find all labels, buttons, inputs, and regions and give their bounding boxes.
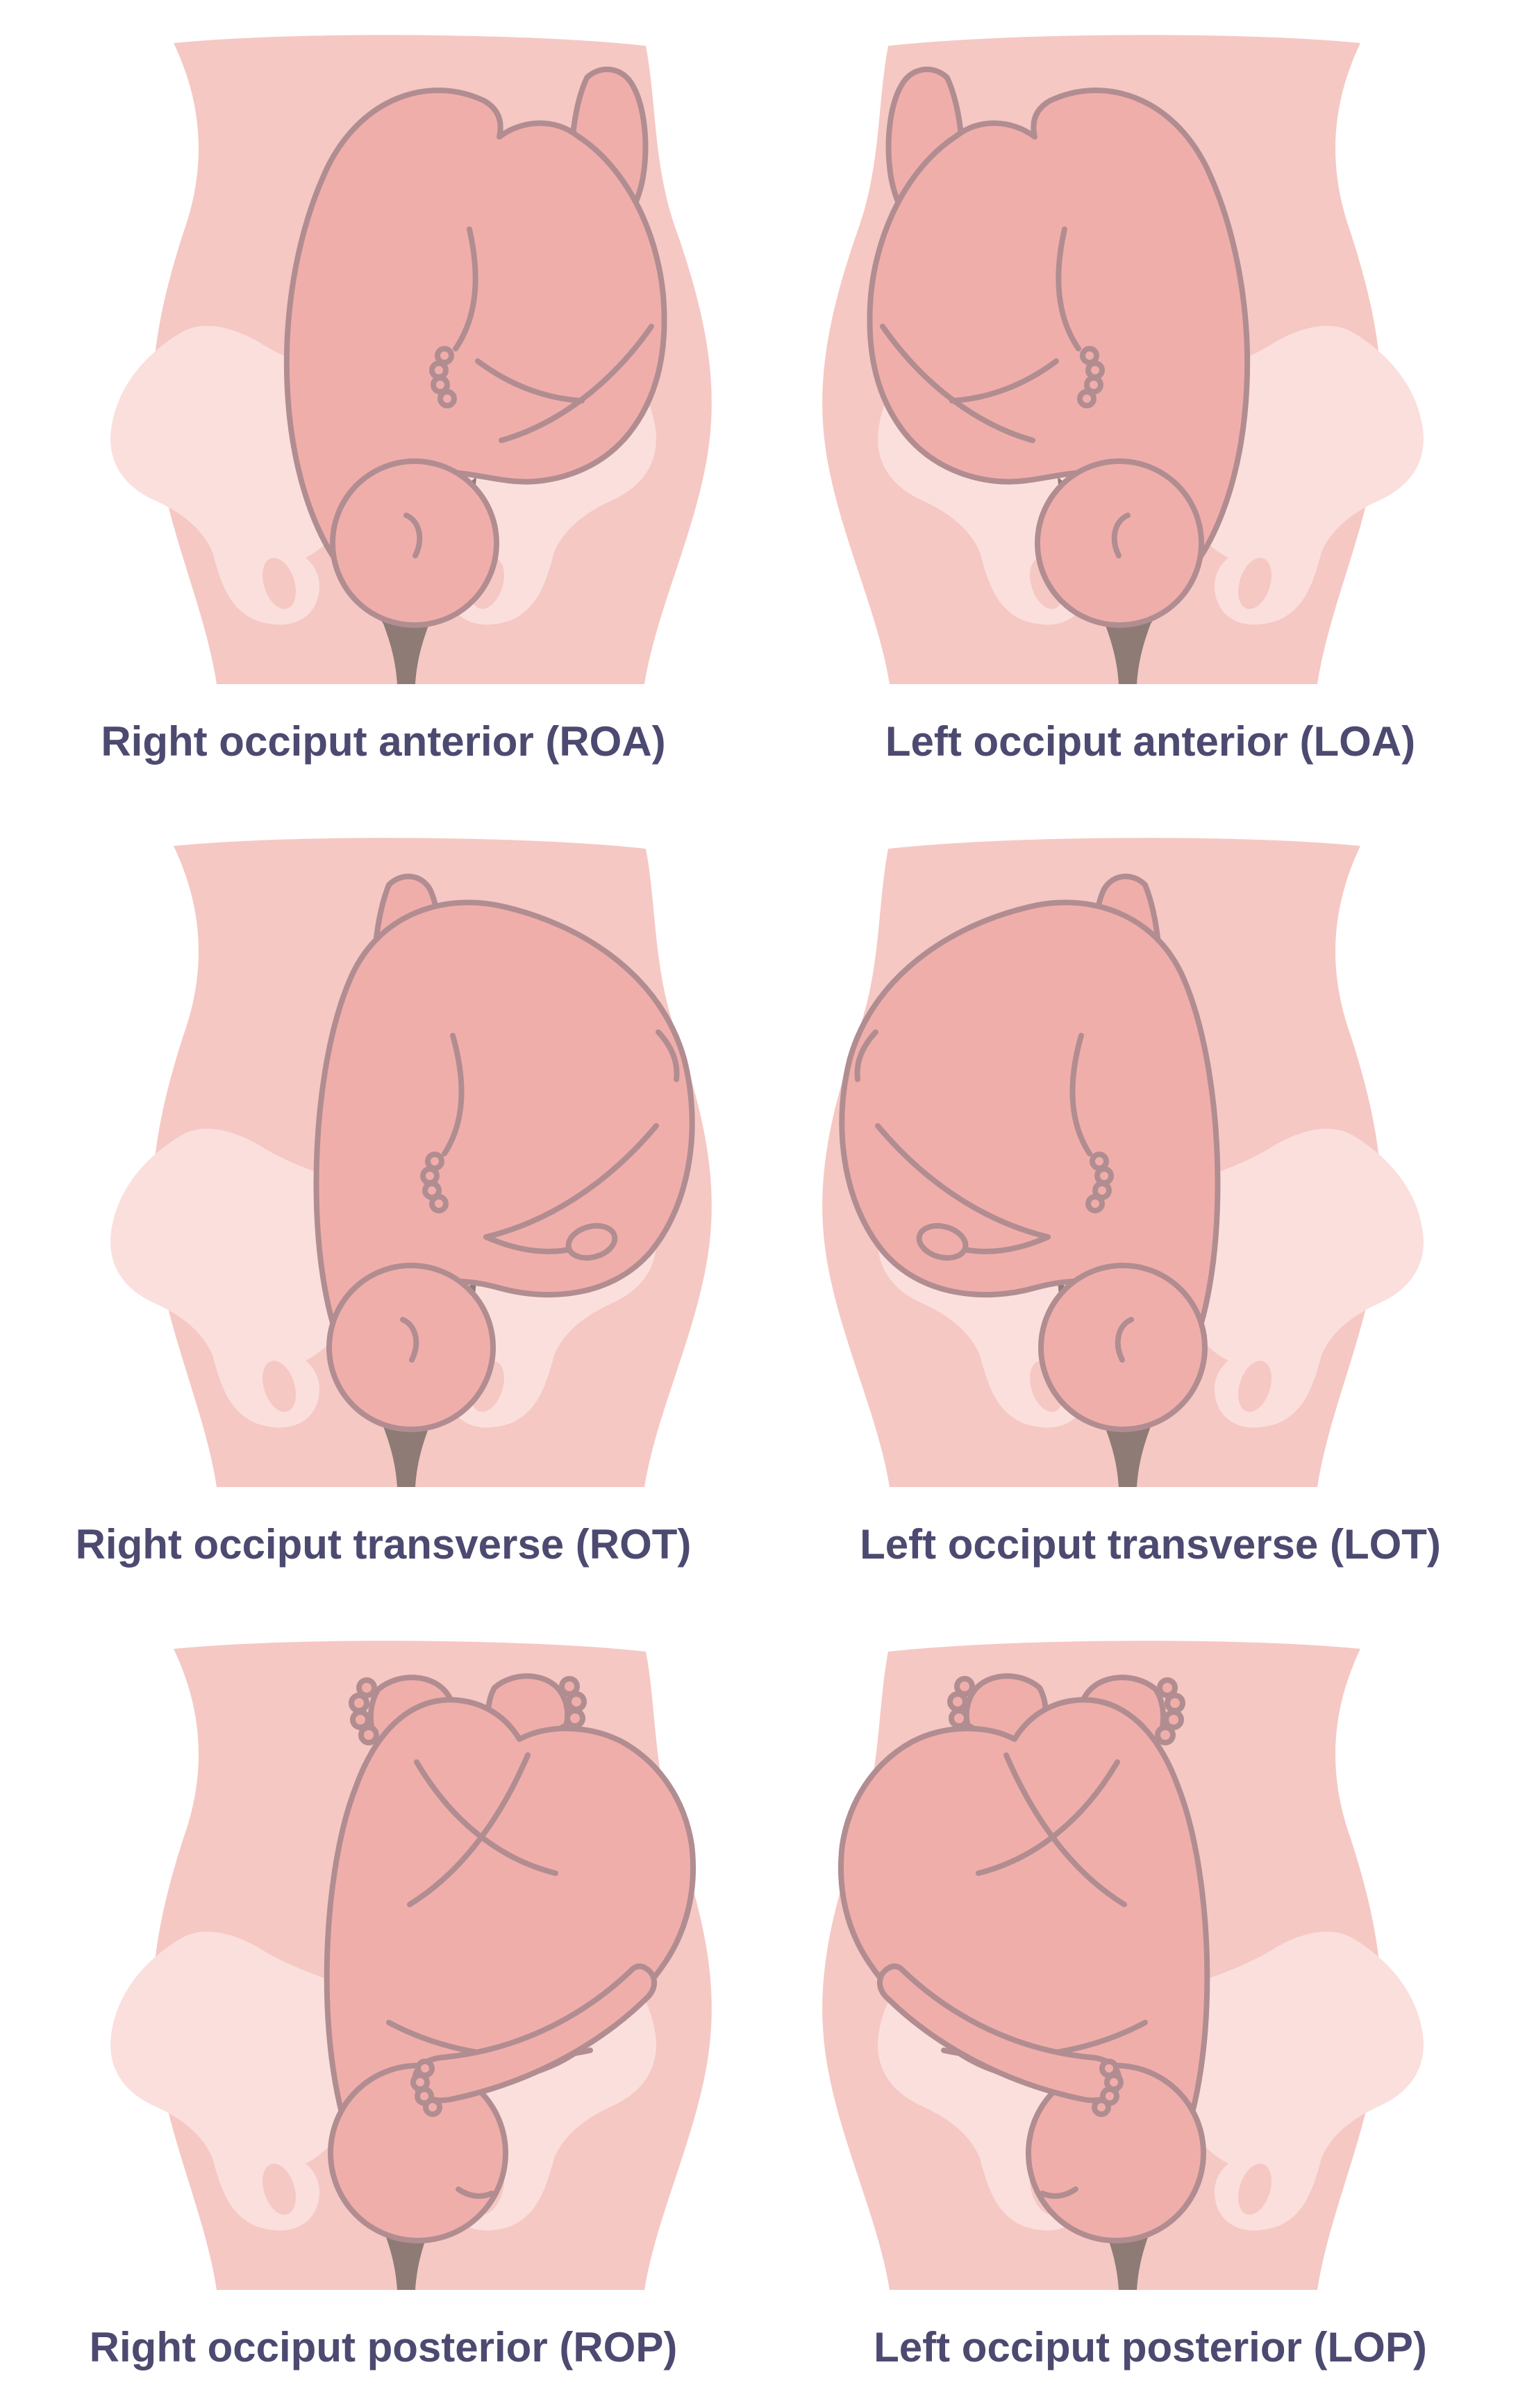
illustration-lot (767, 803, 1534, 1487)
panel-rop: Right occiput posterior (ROP) (0, 1606, 767, 2408)
position-label-lot: Left occiput transverse (LOT) (860, 1521, 1441, 1568)
position-label-rop: Right occiput posterior (ROP) (89, 2324, 678, 2370)
illustration-lop (767, 1606, 1534, 2290)
illustration-loa (767, 0, 1534, 684)
panel-lot: Left occiput transverse (LOT) (767, 803, 1534, 1606)
panel-roa: Right occiput anterior (ROA) (0, 0, 767, 803)
position-label-roa: Right occiput anterior (ROA) (101, 718, 666, 765)
panel-lop: Left occiput posterior (LOP) (767, 1606, 1534, 2408)
panel-loa: Left occiput anterior (LOA) (767, 0, 1534, 803)
position-label-loa: Left occiput anterior (LOA) (885, 718, 1416, 765)
position-label-rot: Right occiput transverse (ROT) (75, 1521, 692, 1568)
panel-rot: Right occiput transverse (ROT) (0, 803, 767, 1606)
illustration-rop (0, 1606, 767, 2290)
illustration-rot (0, 803, 767, 1487)
illustration-roa (0, 0, 767, 684)
position-label-lop: Left occiput posterior (LOP) (874, 2324, 1427, 2370)
